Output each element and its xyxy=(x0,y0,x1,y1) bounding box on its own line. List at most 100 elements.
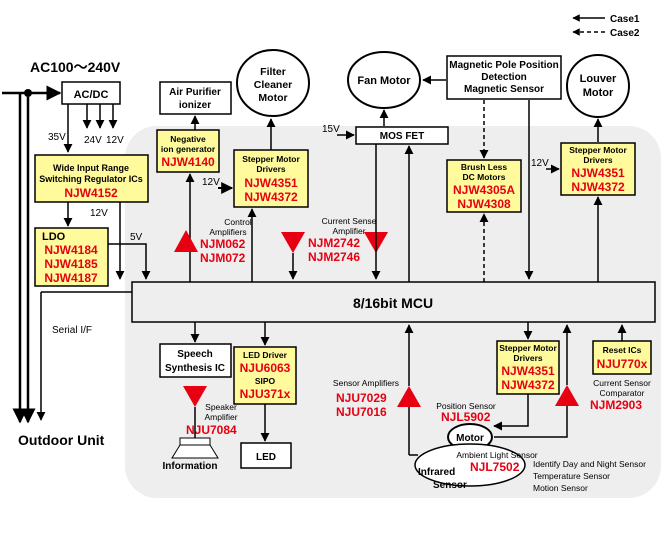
brushless-line1: Brush Less xyxy=(461,162,508,172)
current-sensor-part: NJM2903 xyxy=(590,398,642,412)
ldo-box xyxy=(34,227,109,287)
stepper-louver-box xyxy=(560,142,636,196)
current-sense-part-1: NJM2742 xyxy=(308,236,360,250)
reset-title: Reset ICs xyxy=(603,345,642,355)
v12b-label: 12V xyxy=(90,208,108,219)
v12-label: 12V xyxy=(106,135,124,146)
control-amp-triangle xyxy=(174,230,198,252)
led-driver-part-2: NJU371x xyxy=(240,387,291,401)
ambient-title: Ambient Light Sensor xyxy=(456,450,537,460)
stepper-bottom-part-1: NJW4351 xyxy=(501,364,555,378)
acdc-box xyxy=(61,81,121,105)
v12-louver-label: 12V xyxy=(531,158,549,169)
stepper-louver-line2: Drivers xyxy=(583,155,613,165)
brushless-part-1: NJW4305A xyxy=(453,183,515,197)
stepper-bottom-part-2: NJW4372 xyxy=(501,378,555,392)
stepper-bottom-line2: Drivers xyxy=(513,353,543,363)
legend-case1: Case1 xyxy=(610,14,640,25)
speaker-amp-part: NJU7084 xyxy=(186,423,237,437)
v12-stepper-label: 12V xyxy=(202,177,220,188)
control-amp-line2: Amplifiers xyxy=(209,227,246,237)
ac-input-label: AC100～240V xyxy=(30,59,121,75)
led-driver-sipo: SIPO xyxy=(255,376,276,386)
infrared-line1: Infrared xyxy=(418,467,455,478)
reset-part: NJU770x xyxy=(597,357,648,371)
stepper-filter-line2: Drivers xyxy=(256,164,286,174)
identify-line1: Identify Day and Night Sensor xyxy=(533,459,646,469)
serial-if-label: Serial I/F xyxy=(52,325,92,336)
sensor-amp-title: Sensor Amplifiers xyxy=(333,378,399,388)
brushless-box xyxy=(446,159,522,213)
fan-motor-label: Fan Motor xyxy=(357,75,411,87)
v24-label: 24V xyxy=(84,135,102,146)
ion-generator-part: NJW4140 xyxy=(161,155,215,169)
sensor-amp-part-1: NJU7029 xyxy=(336,391,387,405)
filter-motor-circle xyxy=(236,49,310,117)
current-sensor-triangle xyxy=(555,385,579,406)
filter-motor-line2: Cleaner xyxy=(254,79,293,91)
ion-generator-line1: Negative xyxy=(170,134,206,144)
magnetic-line3: Magnetic Sensor xyxy=(464,84,544,95)
ldo-title: LDO xyxy=(42,231,66,243)
legend-case2: Case2 xyxy=(610,28,640,39)
filter-motor-line1: Filter xyxy=(260,66,286,78)
air-purifier-line1: Air Purifier xyxy=(169,87,221,98)
mosfet-box xyxy=(355,126,449,145)
v35-label: 35V xyxy=(48,132,66,143)
control-amp-part-2: NJM072 xyxy=(200,251,246,265)
stepper-louver-line1: Stepper Motor xyxy=(569,145,627,155)
speaker-amp-triangle xyxy=(183,386,207,407)
current-sense-line1: Current Sense xyxy=(322,216,377,226)
information-label: Information xyxy=(163,461,218,472)
fan-motor-circle xyxy=(347,51,421,109)
speech-line1: Speech xyxy=(177,349,213,360)
regulator-line1: Wide Input Range xyxy=(53,163,129,173)
position-sensor-title: Position Sensor xyxy=(436,401,496,411)
ambient-part: NJL7502 xyxy=(470,460,520,474)
regulator-line2: Switching Regulator ICs xyxy=(39,174,143,184)
current-sense-line2: Amplifier xyxy=(332,226,365,236)
led-driver-part-1: NJU6063 xyxy=(240,361,291,375)
motor-label: Motor xyxy=(456,433,484,444)
control-amp-line1: Control xyxy=(224,217,252,227)
brushless-line2: DC Motors xyxy=(463,172,506,182)
magnetic-line2: Detection xyxy=(481,72,527,83)
identify-line2: Temperature Sensor xyxy=(533,471,610,481)
louver-motor-line1: Louver xyxy=(580,73,617,85)
ion-generator-line2: ion generator xyxy=(161,144,216,154)
identify-line3: Motion Sensor xyxy=(533,483,588,493)
regulator-box xyxy=(34,154,149,203)
louver-motor-line2: Motor xyxy=(583,87,614,99)
v5-label: 5V xyxy=(130,232,143,243)
air-purifier-box xyxy=(159,81,232,115)
louver-motor-circle xyxy=(566,54,630,118)
speech-box xyxy=(159,343,232,378)
filter-motor-line3: Motor xyxy=(258,92,287,104)
speaker-amp-line2: Amplifier xyxy=(204,412,237,422)
stepper-louver-part-2: NJW4372 xyxy=(571,180,625,194)
ldo-part-3: NJW4187 xyxy=(44,271,98,285)
speaker-amp-line1: Speaker xyxy=(205,402,237,412)
current-sensor-line2: Comparator xyxy=(600,388,645,398)
stepper-filter-part-1: NJW4351 xyxy=(244,176,298,190)
current-sensor-line1: Current Sensor xyxy=(593,378,651,388)
brushless-part-2: NJW4308 xyxy=(457,197,511,211)
mosfet-label: MOS FET xyxy=(380,131,424,142)
stepper-bottom-line1: Stepper Motor xyxy=(499,343,557,353)
ldo-part-1: NJW4184 xyxy=(44,243,98,257)
stepper-filter-box xyxy=(233,149,309,208)
outdoor-unit-label: Outdoor Unit xyxy=(18,432,105,448)
current-sense-part-2: NJM2746 xyxy=(308,250,360,264)
stepper-louver-part-1: NJW4351 xyxy=(571,166,625,180)
magnetic-line1: Magnetic Pole Position xyxy=(449,60,558,71)
led-driver-title: LED Driver xyxy=(243,350,288,360)
acdc-label: AC/DC xyxy=(74,89,109,101)
position-sensor-part: NJL5902 xyxy=(441,410,491,424)
v15-label: 15V xyxy=(322,124,340,135)
ion-generator-box xyxy=(156,129,220,173)
speech-line2: Synthesis IC xyxy=(165,363,225,374)
control-amp-part-1: NJM062 xyxy=(200,237,246,251)
sensor-amp-part-2: NJU7016 xyxy=(336,405,387,419)
infrared-ellipse xyxy=(414,443,526,487)
